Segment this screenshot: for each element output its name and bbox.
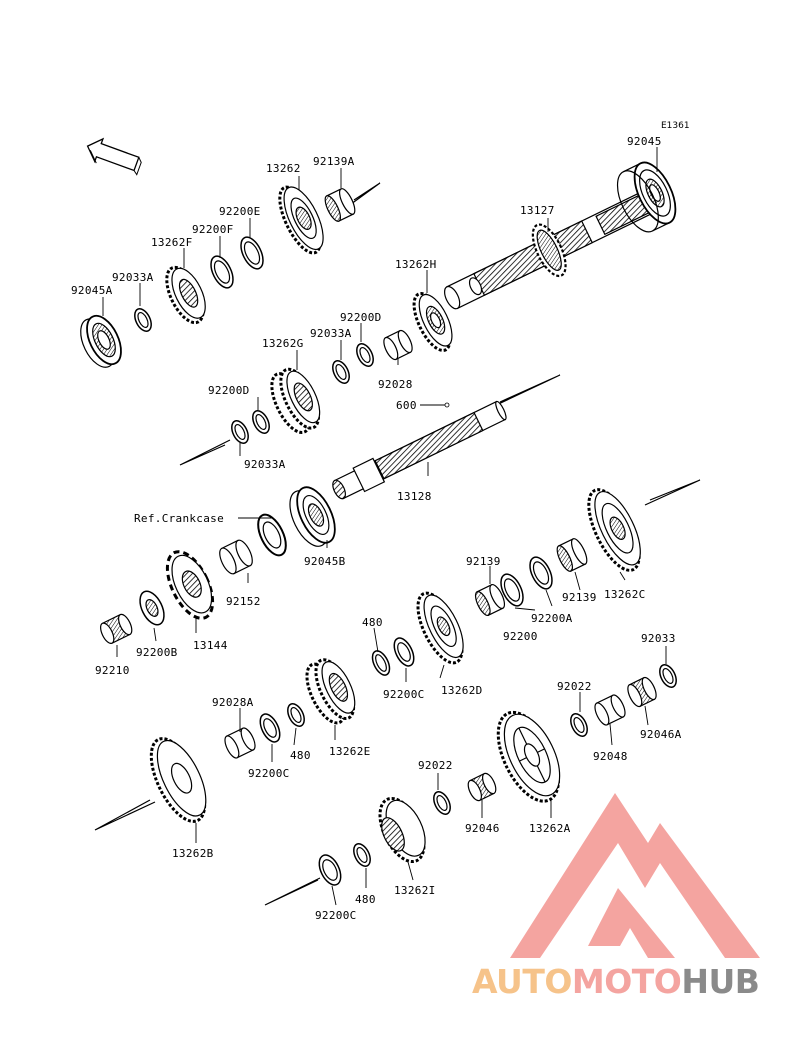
part-label: 92048 [593,750,628,763]
part-label: 92033A [244,458,286,471]
part-label: Ref.Crankcase [134,512,224,525]
part-label: 13262D [441,684,483,697]
part-label: 92200C [248,767,290,780]
grease-point-icon [444,402,450,408]
part-label: 92152 [226,595,261,608]
part-label: 92200A [531,612,573,625]
part-label: 92033A [310,327,352,340]
shaft-13128-assembly [100,400,507,644]
part-label: 480 [290,749,311,762]
part-label: 92200C [315,909,357,922]
part-label: 13144 [193,639,228,652]
part-label: 480 [362,616,383,629]
part-label: 13262 [266,162,301,175]
part-label: 13128 [397,490,432,503]
part-label: 13262I [394,884,436,897]
part-label: 13127 [520,204,555,217]
automotohub-logo-icon [510,793,760,958]
part-label: 92022 [557,680,592,693]
part-label: 13262E [329,745,371,758]
part-label: 13262F [151,236,193,249]
part-label: 92200 [503,630,538,643]
shaft-13127-assembly [80,161,677,466]
part-label: 92200B [136,646,178,659]
front-arrow-icon [86,137,142,176]
leader-lines [102,147,667,906]
part-label: 13262C [604,588,646,601]
part-label: 92045 [627,135,662,148]
part-label: 92033A [112,271,154,284]
part-label: 92200C [383,688,425,701]
part-label: 92210 [95,664,130,677]
watermark-text: AUTOMOTOHUB [472,962,760,1001]
part-label: 92046 [465,822,500,835]
part-label: 92045A [71,284,113,297]
part-label: 13262B [172,847,214,860]
lower-gear-train [94,479,701,906]
part-label: 13262G [262,337,304,350]
part-label: 92028 [378,378,413,391]
part-label: 92045B [304,555,346,568]
part-label: 92139 [466,555,501,568]
part-label: 92033 [641,632,676,645]
part-label: 13262H [395,258,437,271]
part-label: 92200E [219,205,261,218]
part-label: 92022 [418,759,453,772]
part-label: 13262A [529,822,571,835]
part-label: 92200F [192,223,234,236]
part-label: 92200D [208,384,250,397]
part-label: 600 [396,399,417,412]
diagram-code: E1361 [661,121,690,131]
part-label: 480 [355,893,376,906]
part-label: 92028A [212,696,254,709]
part-label: 92139 [562,591,597,604]
part-label: 92200D [340,311,382,324]
part-label: 92046A [640,728,682,741]
part-label: 92139A [313,155,355,168]
